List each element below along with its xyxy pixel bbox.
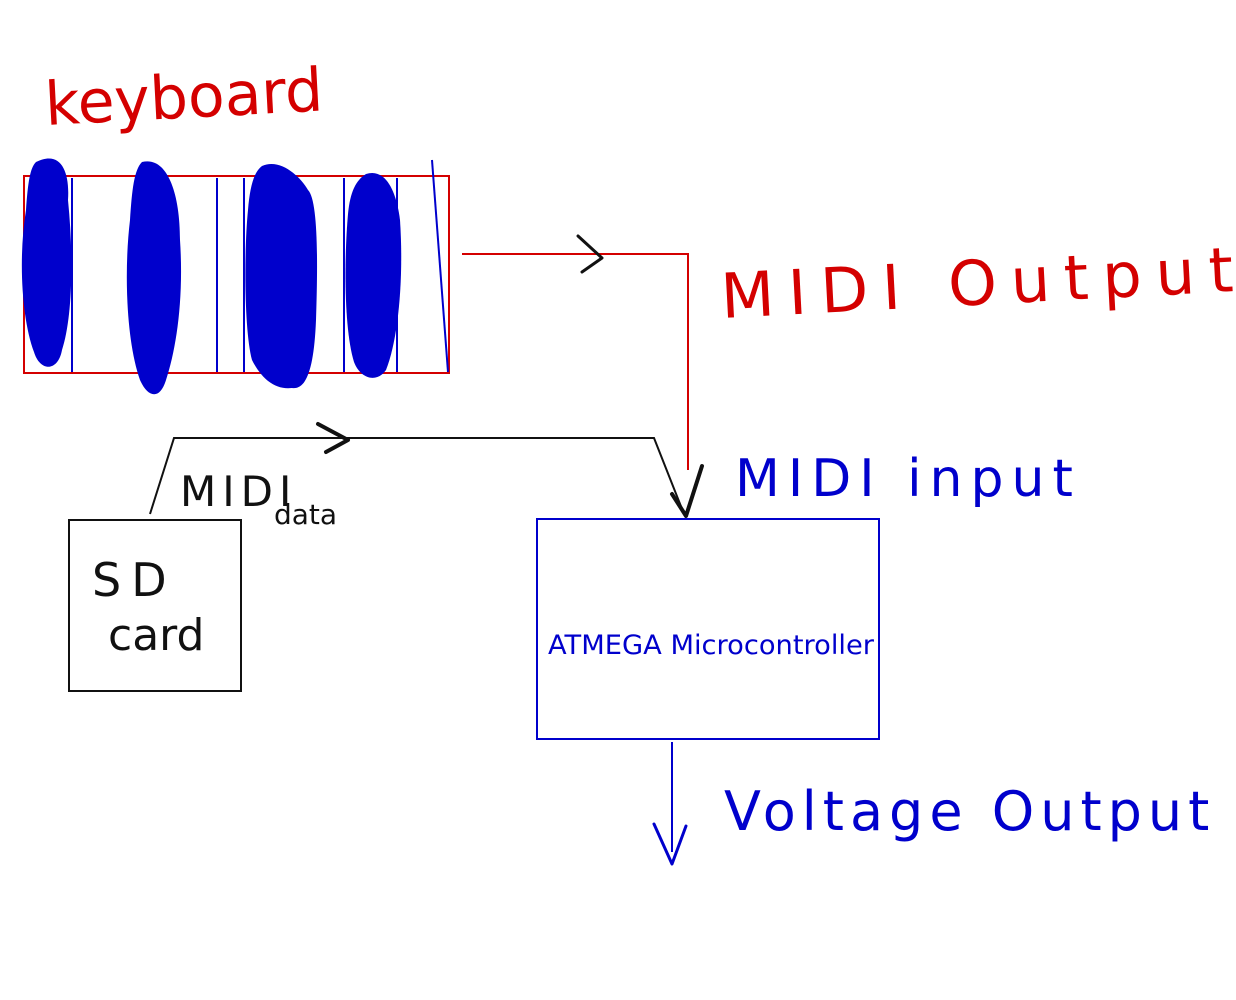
black-key <box>21 158 72 367</box>
black-keys <box>21 158 402 395</box>
sd-card-label-bottom: card <box>108 610 204 661</box>
midi-data-wire <box>149 437 685 515</box>
sd-card-label-top: SD <box>92 553 177 607</box>
arrow-down-icon <box>670 464 704 518</box>
voltage-output-label: Voltage Output <box>724 780 1215 843</box>
arrow-down-icon <box>652 822 688 866</box>
midi-output-label: MIDI Output <box>719 233 1236 333</box>
microcontroller-box <box>536 518 880 740</box>
keyboard-label: keyboard <box>43 56 325 140</box>
midi-output-wire <box>462 253 689 470</box>
midi-data-sublabel: data <box>274 498 337 531</box>
black-key <box>126 161 182 395</box>
midi-output-connection <box>462 234 689 470</box>
midi-data-label: MIDI <box>180 467 297 516</box>
microcontroller-label: ATMEGA Microcontroller <box>548 630 875 661</box>
black-key <box>245 164 318 389</box>
midi-data-connection <box>149 422 704 518</box>
midi-input-label: MIDI input <box>735 449 1081 509</box>
voltage-output-connection <box>652 742 688 866</box>
arrow-right-icon <box>576 234 604 274</box>
sd-card-box <box>68 519 242 692</box>
keyboard <box>21 158 450 395</box>
black-key <box>345 172 402 378</box>
arrow-right-icon <box>316 422 350 454</box>
